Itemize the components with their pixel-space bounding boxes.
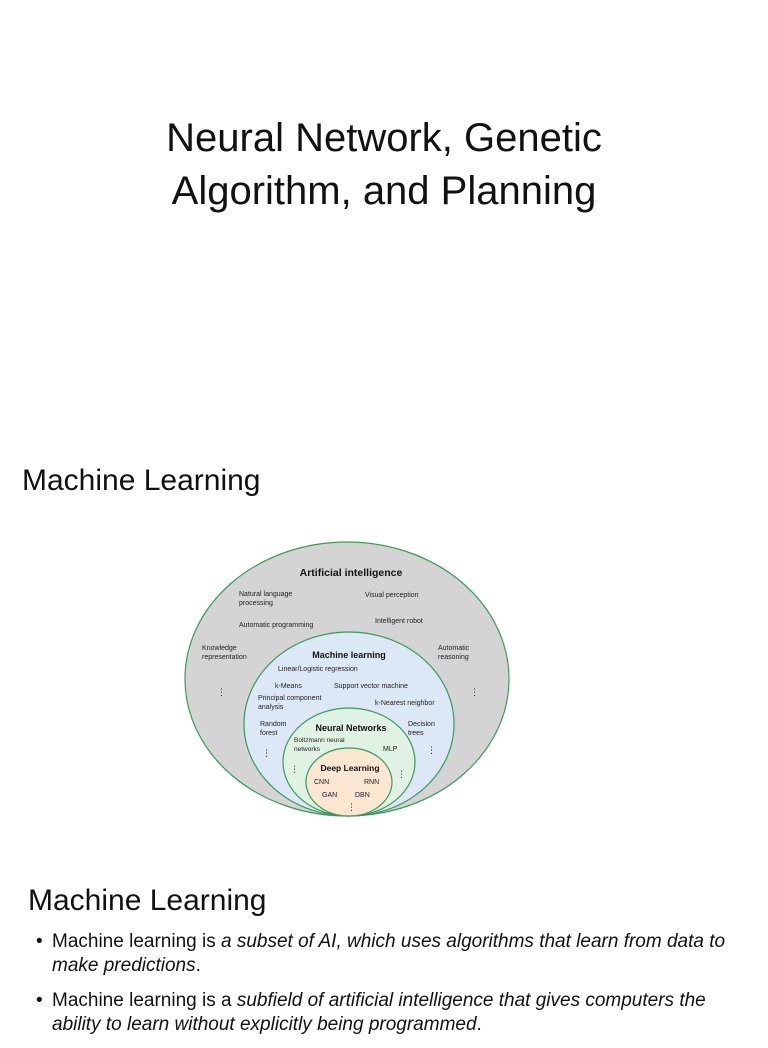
dl-dbn: DBN bbox=[355, 792, 370, 799]
ai-title: Artificial intelligence bbox=[300, 567, 403, 579]
section-heading-machine-learning: Machine Learning bbox=[22, 464, 261, 497]
list-item: • Machine learning is a subset of AI, wh… bbox=[36, 930, 736, 978]
ml-knn: k-Nearest neighbor bbox=[375, 700, 435, 707]
bullet-dot: • bbox=[36, 990, 43, 1011]
nn-boltzmann-line1: Boltzmann neural bbox=[294, 737, 345, 744]
ai-reasoning-line1: Automatic bbox=[438, 645, 470, 652]
ml-ellipsis-left: ⋮ bbox=[262, 748, 271, 758]
dl-title: Deep Learning bbox=[320, 763, 379, 773]
ai-automatic-programming: Automatic programming bbox=[239, 622, 313, 629]
bullet-text-post: . bbox=[195, 955, 201, 976]
slide-title-line-1: Neural Network, Genetic bbox=[166, 116, 602, 160]
ai-ellipsis-left: ⋮ bbox=[217, 687, 226, 697]
ai-knowledge-line2: representation bbox=[202, 654, 247, 661]
dl-ellipsis: ⋮ bbox=[347, 802, 356, 812]
dl-rnn: RNN bbox=[364, 779, 379, 786]
nn-title: Neural Networks bbox=[315, 723, 386, 733]
ml-pca-line1: Principal component bbox=[258, 695, 321, 702]
bullet-text-emphasis: a subset of AI, which uses algorithms th… bbox=[52, 931, 726, 976]
slide-title: Neural Network, Genetic Algorithm, and P… bbox=[0, 112, 768, 218]
ml-decision-trees-line2: trees bbox=[408, 730, 424, 737]
bullet-text-post: . bbox=[476, 1014, 482, 1035]
list-item: • Machine learning is a subfield of arti… bbox=[36, 989, 736, 1037]
bullet-text: Machine learning is a subfield of artifi… bbox=[52, 989, 736, 1037]
ml-title: Machine learning bbox=[312, 650, 386, 660]
bullet-text: Machine learning is a subset of AI, whic… bbox=[52, 930, 736, 978]
ml-decision-trees-line1: Decision bbox=[408, 721, 435, 728]
ai-nlp-line1: Natural language bbox=[239, 591, 292, 598]
ai-visual-perception: Visual perception bbox=[365, 592, 419, 599]
ml-random-forest-line1: Random bbox=[260, 721, 287, 728]
ai-ellipsis-right: ⋮ bbox=[470, 687, 479, 697]
ml-linear-regression: Linear/Logistic regression bbox=[278, 666, 358, 673]
bullet-list: • Machine learning is a subset of AI, wh… bbox=[36, 930, 736, 1048]
bullet-text-pre: Machine learning is a bbox=[52, 990, 237, 1011]
bullet-dot: • bbox=[36, 931, 43, 952]
ml-random-forest-line2: forest bbox=[260, 730, 278, 737]
dl-gan: GAN bbox=[322, 792, 337, 799]
section-heading-machine-learning-2: Machine Learning bbox=[28, 884, 267, 917]
nn-boltzmann-line2: networks bbox=[294, 746, 321, 753]
bullet-text-pre: Machine learning is bbox=[52, 931, 221, 952]
slide-title-line-2: Algorithm, and Planning bbox=[171, 169, 597, 213]
ml-kmeans: k-Means bbox=[275, 683, 302, 690]
dl-ellipse bbox=[305, 747, 393, 817]
nn-mlp: MLP bbox=[383, 746, 398, 753]
ml-svm: Support vector machine bbox=[334, 683, 408, 690]
ai-reasoning-line2: reasoning bbox=[438, 654, 469, 661]
ai-intelligent-robot: Intelligent robot bbox=[375, 618, 423, 625]
dl-cnn: CNN bbox=[314, 779, 329, 786]
ml-pca-line2: analysis bbox=[258, 704, 284, 711]
ml-ellipsis-right: ⋮ bbox=[427, 745, 436, 755]
ai-venn-diagram: Artificial intelligence Natural language… bbox=[183, 538, 511, 820]
ai-knowledge-line1: Knowledge bbox=[202, 645, 237, 652]
ai-nlp-line2: processing bbox=[239, 600, 273, 607]
nn-ellipsis-right: ⋮ bbox=[397, 769, 406, 779]
nn-ellipsis-left: ⋮ bbox=[290, 764, 299, 774]
